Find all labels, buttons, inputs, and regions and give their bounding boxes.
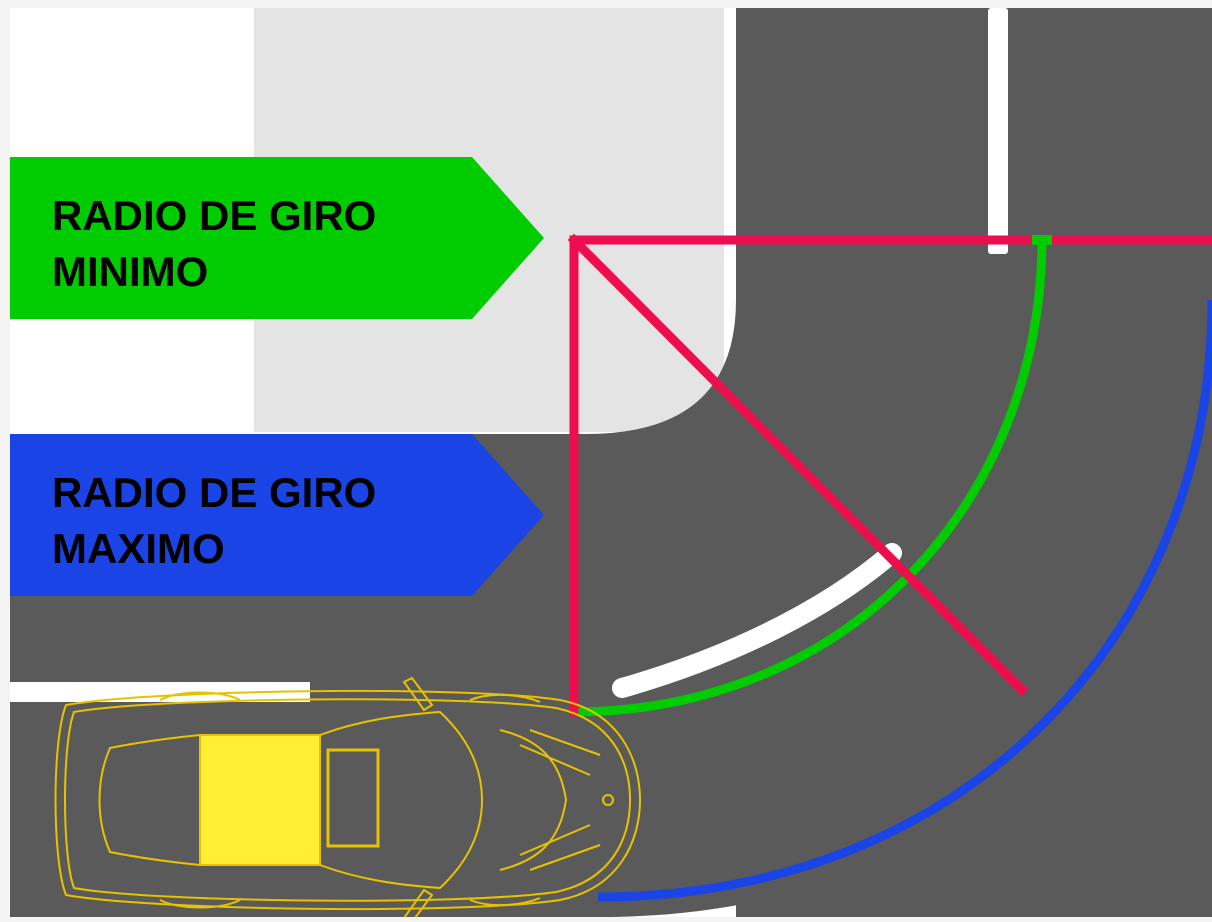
min-radius-marker [1032,235,1052,245]
max-radius-arc [597,299,1212,902]
car [54,676,642,922]
max-radius-arrow [10,434,544,596]
construction-lines [567,233,1212,717]
min-radius-label-line1: RADIO DE GIRO [52,192,376,239]
max-radius-label: RADIO DE GIRO MAXIMO [10,434,544,596]
lane-marking-curve [612,543,902,698]
lane-marking-vertical [988,8,1008,254]
max-radius-label-line2: MAXIMO [52,525,225,572]
min-radius-label: RADIO DE GIRO MINIMO [10,157,544,319]
min-radius-label-line2: MINIMO [52,248,208,295]
max-radius-label-line1: RADIO DE GIRO [52,469,376,516]
road-curve [10,8,1212,917]
min-radius-arrow [10,157,544,319]
